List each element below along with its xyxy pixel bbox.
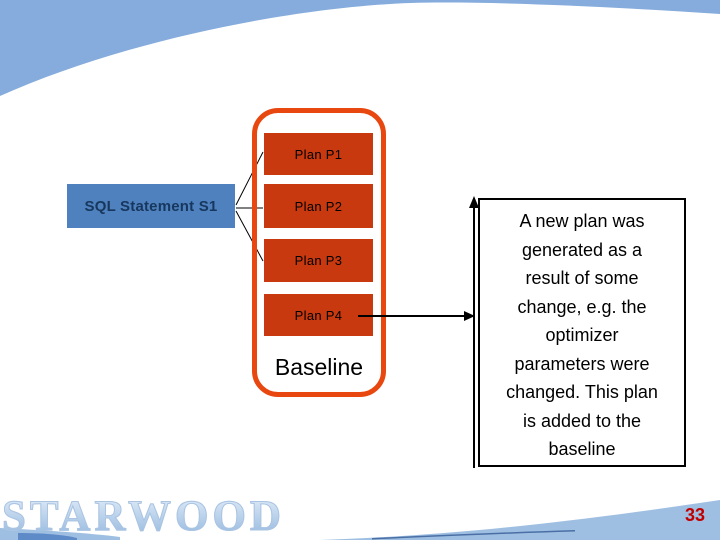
annotation-line: baseline [548,439,616,459]
baseline-label: Baseline [274,354,364,380]
plan-p1-label: Plan P1 [294,146,343,162]
plan-p1-box: Plan P1 [264,133,373,175]
top-banner-swoosh [0,0,720,96]
slide-page-number: 33 [685,505,706,525]
plan-p2-label: Plan P2 [294,198,343,214]
annotation-line: result of some [525,268,639,288]
annotation-text-box: A new plan was generated as a result of … [478,198,686,467]
sql-statement-label: SQL Statement S1 [84,197,218,215]
annotation-line: change, e.g. the [517,296,647,317]
plan-p3-box: Plan P3 [264,239,373,282]
plan-p3-label: Plan P3 [294,253,343,268]
starwood-watermark: STARWOOD [2,493,285,540]
plan-p4-label: Plan P4 [294,307,343,323]
annotation-line: optimizer [545,325,619,345]
plan-p4-box: Plan P4 [264,294,373,336]
annotation-line: changed. This plan [506,382,658,402]
annotation-line: generated as a [521,239,643,260]
sql-statement-box: SQL Statement S1 [67,184,235,228]
annotation-line: A new plan was [519,211,645,231]
annotation-line: is added to the [522,410,642,431]
annotation-line: parameters were [514,353,650,374]
plan-p2-box: Plan P2 [264,184,373,228]
